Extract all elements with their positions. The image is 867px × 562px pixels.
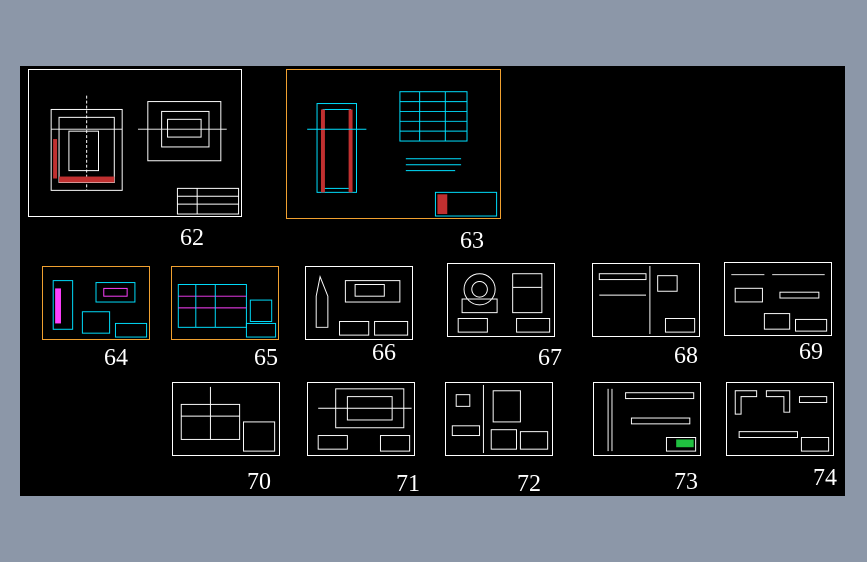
sheet-number-67: 67 [538, 345, 562, 371]
sheet-62-drawing [50, 95, 240, 215]
sheet-number-73: 73 [674, 469, 698, 495]
sheet-number-69: 69 [799, 339, 823, 365]
drawing-sheet-66[interactable] [305, 266, 413, 340]
sheet-number-68: 68 [674, 343, 698, 369]
sheet-69-drawing [731, 274, 828, 332]
sheet-number-62: 62 [180, 225, 204, 251]
sheet-number-71: 71 [396, 471, 420, 497]
drawing-sheet-65[interactable] [171, 266, 279, 340]
drawing-sheet-72[interactable] [445, 382, 553, 456]
sheet-72-drawing [451, 384, 549, 454]
sheet-65-drawing [177, 284, 277, 338]
sheet-64-drawing [52, 280, 148, 338]
sheet-70-drawing [180, 386, 276, 452]
sheet-67-drawing [457, 273, 551, 333]
sheet-63-drawing [307, 91, 498, 217]
sheet-74-drawing [734, 390, 830, 452]
sheet-number-70: 70 [247, 469, 271, 495]
sheet-number-65: 65 [254, 345, 278, 371]
drawing-sheet-69[interactable] [724, 262, 832, 336]
drawing-sheet-74[interactable] [726, 382, 834, 456]
drawing-sheet-73[interactable] [593, 382, 701, 456]
sheet-number-74: 74 [813, 465, 837, 491]
drawing-sheet-64[interactable] [42, 266, 150, 340]
drawing-sheet-71[interactable] [307, 382, 415, 456]
sheet-71-drawing [317, 388, 412, 452]
sheet-number-72: 72 [517, 471, 541, 497]
sheet-66-drawing [315, 275, 409, 336]
drawing-sheet-63[interactable] [286, 69, 501, 219]
sheet-number-63: 63 [460, 228, 484, 254]
sheet-number-64: 64 [104, 345, 128, 371]
sheet-73-drawing [607, 388, 697, 452]
drawing-sheet-68[interactable] [592, 263, 700, 337]
sheet-68-drawing [598, 265, 696, 335]
cad-model-space[interactable]: 62 63 [20, 66, 845, 496]
sheet-number-66: 66 [372, 340, 396, 366]
drawing-sheet-70[interactable] [172, 382, 280, 456]
drawing-sheet-67[interactable] [447, 263, 555, 337]
drawing-sheet-62[interactable] [28, 69, 242, 217]
